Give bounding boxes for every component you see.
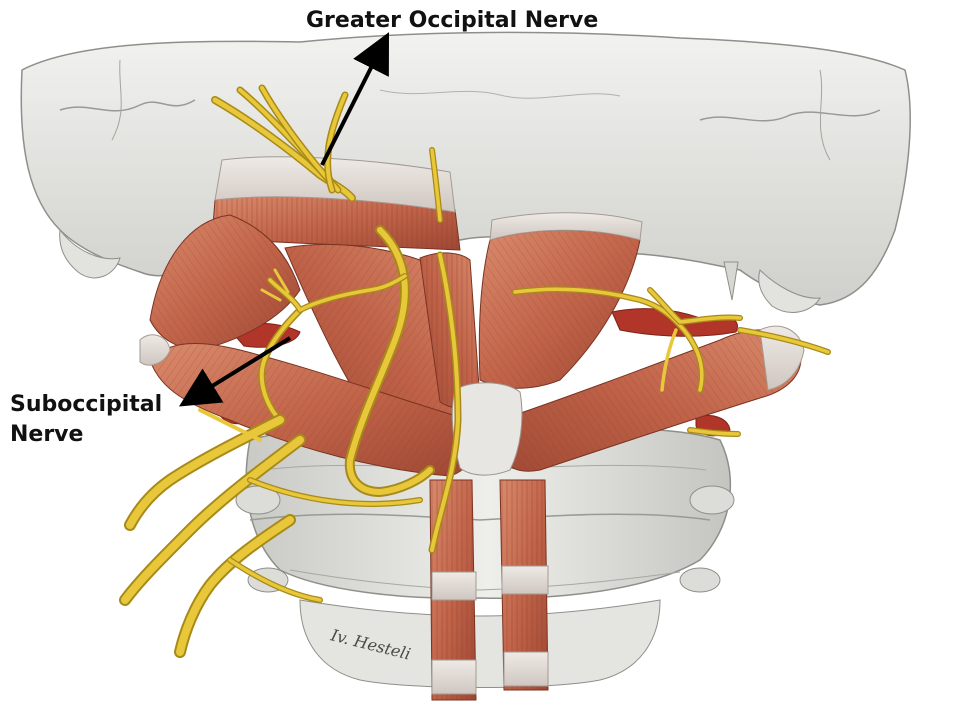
cervical-vertebrae (235, 427, 735, 688)
label-arrows (178, 32, 390, 407)
greater-occipital-arrow (320, 32, 390, 166)
suboccipital-label-line2: Nerve (10, 422, 84, 447)
suboccipital-label-line1: Suboccipital (10, 392, 163, 417)
greater-occipital-nerve-label: Greater Occipital Nerve (306, 8, 599, 33)
suboccipital-arrow (178, 336, 292, 407)
suboccipital-nerve-label: Suboccipital Nerve (10, 390, 162, 450)
nerves (119, 84, 831, 658)
right-side-nerves (512, 286, 831, 437)
greater-occipital-nerve (211, 84, 462, 554)
suboccipital-nerve (119, 268, 423, 658)
